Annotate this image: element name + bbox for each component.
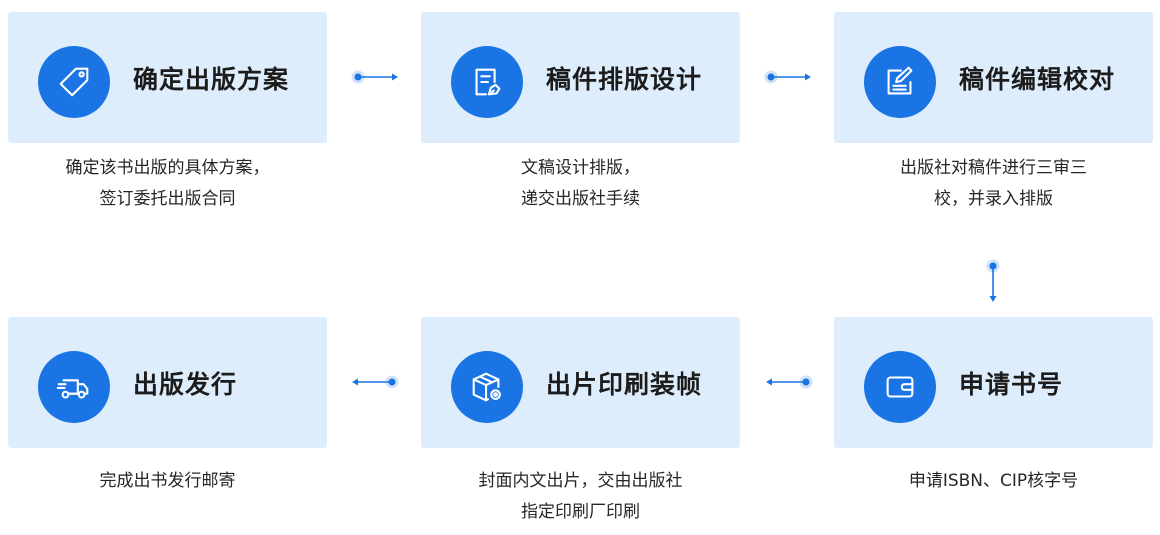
tag-icon [38,46,110,118]
package-settings-icon [451,351,523,423]
step-description: 完成出书发行邮寄 [8,466,327,497]
description-line: 出版社对稿件进行三审三 [900,158,1087,178]
step-description: 确定该书出版的具体方案， 签订委托出版合同 [8,153,327,215]
step-title: 出版发行 [133,369,238,399]
step-card-5: 出片印刷装帧 [421,317,740,448]
step-card-3: 稿件编辑校对 [834,12,1153,143]
wallet-icon [864,351,936,423]
description-line: 封面内文出片，交由出版社 [478,471,683,491]
description-line: 申请ISBN、CIP核字号 [908,471,1079,491]
description-line: 签订委托出版合同 [99,189,236,209]
arrow-right [351,70,398,84]
step-title: 稿件排版设计 [546,64,703,94]
document-design-icon [451,46,523,118]
step-description: 文稿设计排版， 递交出版社手续 [421,153,740,215]
description-line: 确定该书出版的具体方案， [65,158,270,178]
step-card-1: 确定出版方案 [8,12,327,143]
description-line: 文稿设计排版， [521,158,640,178]
step-card-6: 出版发行 [8,317,327,448]
step-title: 申请书号 [959,369,1064,399]
delivery-truck-icon [38,351,110,423]
description-line: 完成出书发行邮寄 [99,471,236,491]
arrow-left [766,375,813,389]
edit-document-icon [864,46,936,118]
arrow-down [986,259,1000,302]
step-description: 封面内文出片，交由出版社 指定印刷厂印刷 [421,466,740,528]
arrow-left [352,375,399,389]
step-card-2: 稿件排版设计 [421,12,740,143]
description-line: 指定印刷厂印刷 [521,502,640,522]
step-card-4: 申请书号 [834,317,1153,448]
description-line: 递交出版社手续 [521,189,640,209]
step-title: 出片印刷装帧 [546,369,703,399]
arrow-right [764,70,811,84]
description-line: 校，并录入排版 [934,189,1053,209]
step-description: 出版社对稿件进行三审三 校，并录入排版 [834,153,1153,215]
step-description: 申请ISBN、CIP核字号 [834,466,1153,497]
step-title: 稿件编辑校对 [959,64,1116,94]
step-title: 确定出版方案 [133,64,290,94]
